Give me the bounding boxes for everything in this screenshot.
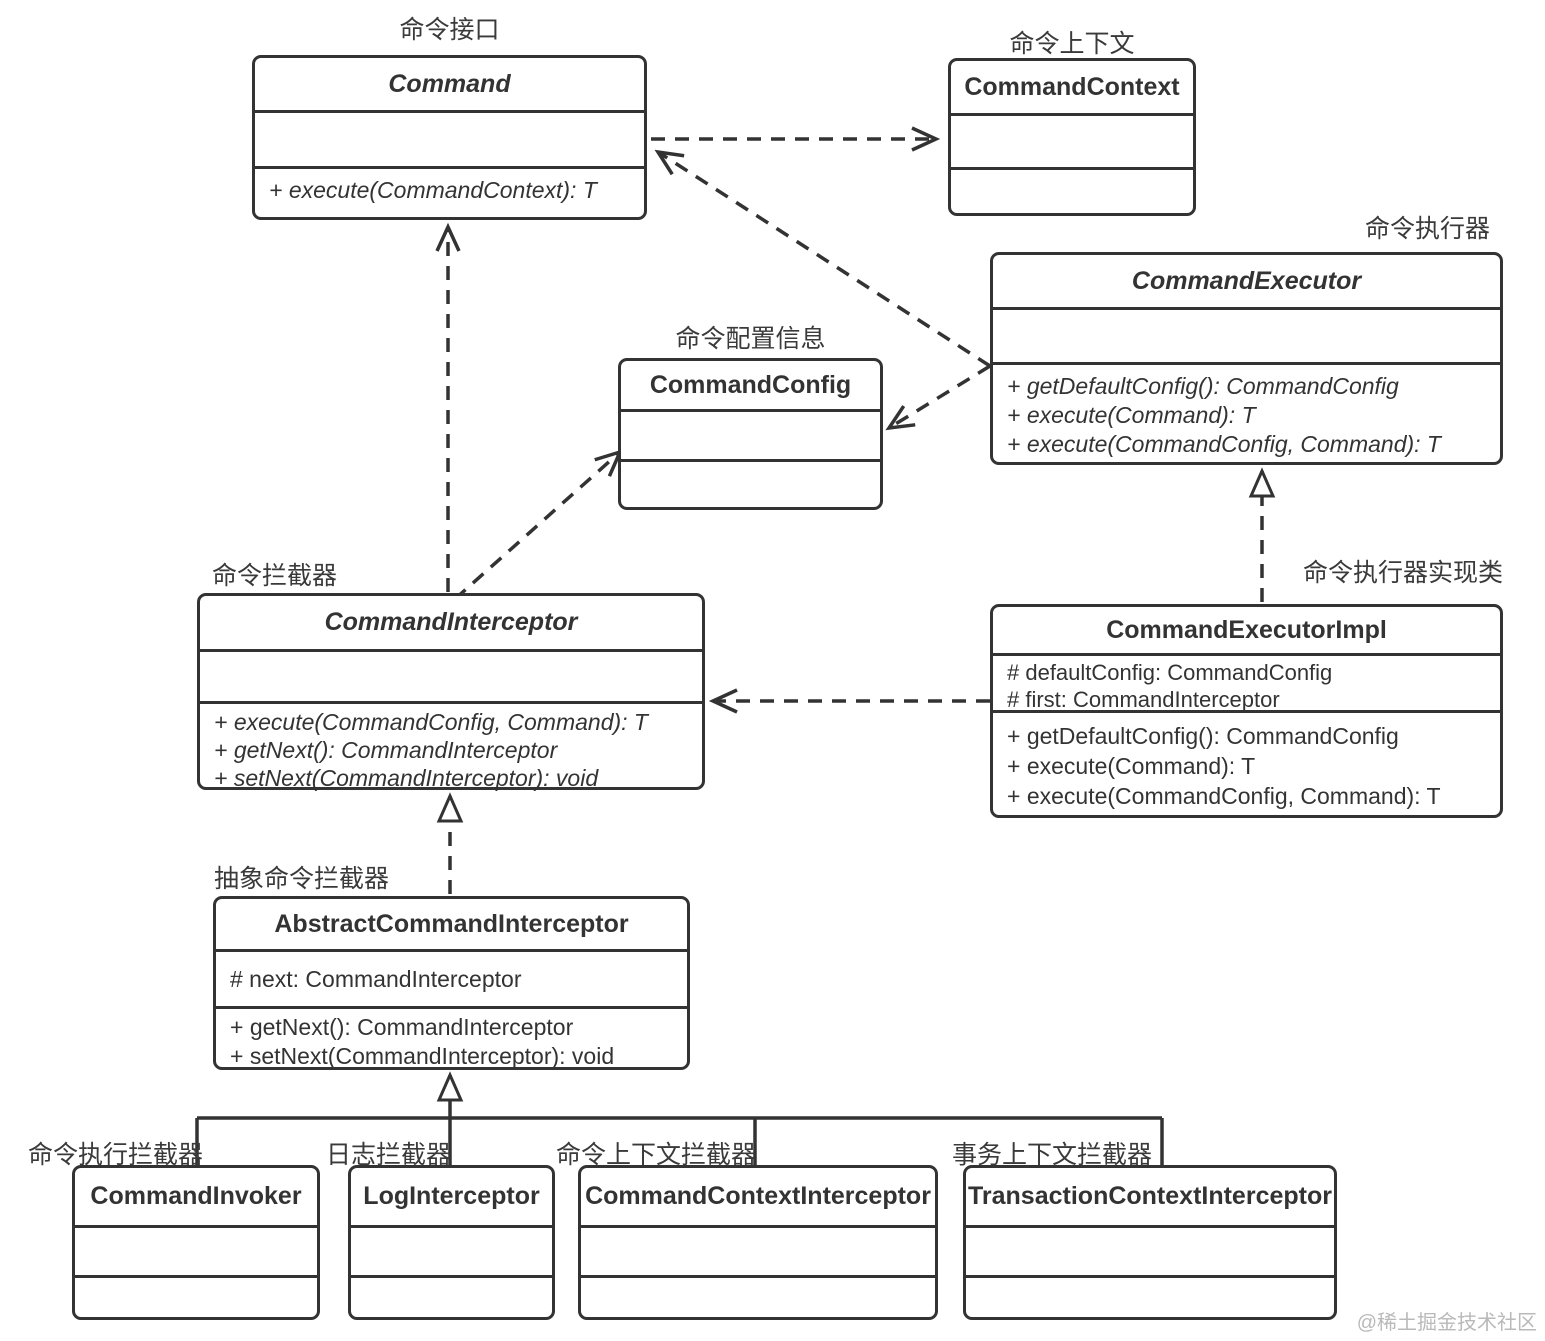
attributes-section — [581, 1228, 935, 1278]
attributes-section — [255, 113, 644, 169]
class-box-command-interceptor: CommandInterceptor + execute(CommandConf… — [197, 593, 705, 792]
class-tag-log-interceptor: 日志拦截器 — [326, 1141, 452, 1169]
attribute-line: # first: CommandInterceptor — [1007, 687, 1280, 712]
methods-section — [581, 1278, 935, 1317]
class-tag-command-context-interceptor: 命令上下文拦截器 — [556, 1141, 757, 1169]
class-tag-abstract-command-interceptor: 抽象命令拦截器 — [214, 865, 390, 893]
methods-section: + getDefaultConfig(): CommandConfig + ex… — [993, 365, 1500, 462]
class-box-command-context-interceptor: CommandContextInterceptor — [578, 1165, 938, 1320]
methods-section: + getDefaultConfig(): CommandConfig + ex… — [993, 713, 1500, 815]
class-title-command-interceptor: CommandInterceptor — [200, 596, 702, 652]
class-tag-command-invoker: 命令执行拦截器 — [28, 1141, 204, 1169]
class-box-command-executor: CommandExecutor + getDefaultConfig(): Co… — [990, 252, 1503, 465]
class-tag-command-executor: 命令执行器 — [1364, 215, 1490, 243]
method-line: + getDefaultConfig(): CommandConfig — [1007, 723, 1399, 749]
class-title-command-config: CommandConfig — [621, 361, 880, 412]
watermark-text: @稀土掘金技术社区 — [1356, 1312, 1537, 1334]
method-line: + getNext(): CommandInterceptor — [230, 1014, 574, 1040]
class-title-command-executor: CommandExecutor — [993, 255, 1500, 310]
attributes-section — [993, 310, 1500, 365]
class-tag-command-context: 命令上下文 — [1009, 30, 1135, 58]
method-line: + getDefaultConfig(): CommandConfig — [1007, 373, 1399, 399]
method-line: + execute(CommandContext): T — [269, 177, 597, 203]
dependency-arrow-commandexecutor-to-commandconfig — [885, 364, 991, 431]
class-box-command-executor-impl: CommandExecutorImpl # defaultConfig: Com… — [990, 604, 1503, 818]
method-line: + execute(Command): T — [1007, 402, 1256, 428]
method-line: + execute(Command): T — [1007, 753, 1256, 779]
method-line: + setNext(CommandInterceptor): void — [214, 765, 599, 791]
class-title-transaction-context-interceptor: TransactionContextInterceptor — [966, 1168, 1334, 1228]
dependency-arrow-commandinterceptor-to-commandconfig — [453, 449, 624, 601]
attributes-section — [75, 1228, 317, 1278]
class-title-command-invoker: CommandInvoker — [75, 1168, 317, 1228]
dependency-arrow-commandexecutor-to-command — [654, 149, 991, 368]
class-tag-command-config: 命令配置信息 — [675, 325, 826, 353]
class-title-log-interceptor: LogInterceptor — [351, 1168, 552, 1228]
class-tag-command-interceptor: 命令拦截器 — [212, 562, 338, 590]
class-box-command-invoker: CommandInvoker — [72, 1165, 320, 1320]
class-title-command-context-interceptor: CommandContextInterceptor — [581, 1168, 935, 1228]
class-tag-transaction-context-interceptor: 事务上下文拦截器 — [952, 1141, 1153, 1169]
method-line: + getNext(): CommandInterceptor — [214, 737, 558, 763]
attribute-line: # defaultConfig: CommandConfig — [1007, 660, 1333, 685]
methods-section — [75, 1278, 317, 1317]
methods-section — [951, 170, 1193, 213]
method-line: + execute(CommandConfig, Command): T — [214, 709, 648, 735]
method-line: + setNext(CommandInterceptor): void — [230, 1043, 615, 1069]
attributes-section: # defaultConfig: CommandConfig # first: … — [993, 656, 1500, 713]
class-title-command-context: CommandContext — [951, 61, 1193, 116]
class-box-transaction-context-interceptor: TransactionContextInterceptor — [963, 1165, 1337, 1320]
methods-section: + getNext(): CommandInterceptor + setNex… — [216, 1009, 687, 1071]
class-box-log-interceptor: LogInterceptor — [348, 1165, 555, 1320]
methods-section — [966, 1278, 1334, 1317]
attributes-section — [200, 652, 702, 704]
methods-section — [621, 462, 880, 507]
attributes-section — [951, 116, 1193, 170]
attributes-section — [621, 412, 880, 462]
class-title-command: Command — [255, 58, 644, 113]
attributes-section — [351, 1228, 552, 1278]
class-title-command-executor-impl: CommandExecutorImpl — [993, 607, 1500, 656]
method-line: + execute(CommandConfig, Command): T — [1007, 431, 1441, 457]
class-box-command-config: CommandConfig — [618, 358, 883, 510]
class-box-abstract-command-interceptor: AbstractCommandInterceptor # next: Comma… — [213, 896, 690, 1070]
methods-section: + execute(CommandContext): T — [255, 169, 644, 217]
attributes-section: # next: CommandInterceptor — [216, 952, 687, 1009]
methods-section: + execute(CommandConfig, Command): T + g… — [200, 704, 702, 792]
class-tag-command-executor-impl: 命令执行器实现类 — [1302, 559, 1503, 587]
class-box-command-context: CommandContext — [948, 58, 1196, 216]
class-tag-command: 命令接口 — [399, 16, 500, 44]
class-box-command: Command + execute(CommandContext): T — [252, 55, 647, 220]
method-line: + execute(CommandConfig, Command): T — [1007, 783, 1441, 809]
class-title-abstract-command-interceptor: AbstractCommandInterceptor — [216, 899, 687, 952]
attributes-section — [966, 1228, 1334, 1278]
attribute-line: # next: CommandInterceptor — [230, 965, 522, 992]
methods-section — [351, 1278, 552, 1317]
